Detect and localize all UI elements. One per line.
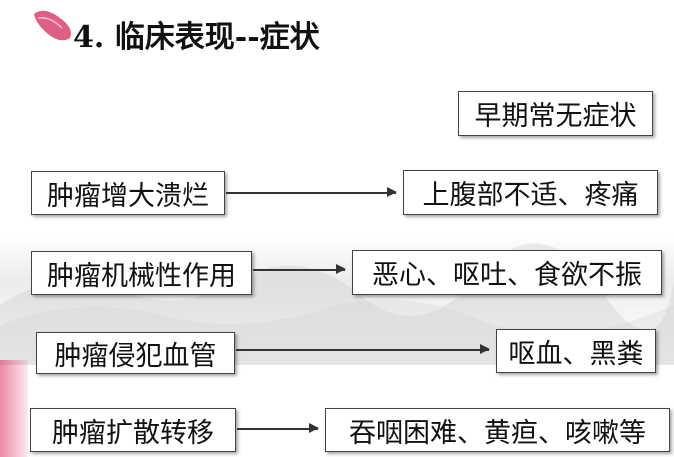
arrow-icon: [253, 265, 346, 273]
petal-icon: [34, 10, 71, 41]
cause-box-3: 肿瘤侵犯血管: [36, 332, 235, 374]
symptom-box-3: 呕血、黑粪: [496, 329, 656, 373]
early-note-box: 早期常无症状: [458, 91, 653, 136]
cause-box-2: 肿瘤机械性作用: [31, 251, 252, 295]
symptom-box-1: 上腹部不适、疼痛: [403, 170, 658, 215]
background-pink-accent: [0, 360, 28, 457]
cause-box-4: 肿瘤扩散转移: [30, 408, 236, 452]
arrow-icon: [236, 345, 490, 353]
arrow-icon: [237, 424, 319, 432]
arrow-icon: [226, 188, 397, 196]
slide-title: 4. 临床表现--症状: [73, 20, 320, 55]
symptom-box-4: 吞咽困难、黄疸、咳嗽等: [325, 408, 670, 452]
cause-box-1: 肿瘤增大溃烂: [31, 171, 225, 215]
symptom-box-2: 恶心、呕吐、食欲不振: [352, 250, 662, 295]
